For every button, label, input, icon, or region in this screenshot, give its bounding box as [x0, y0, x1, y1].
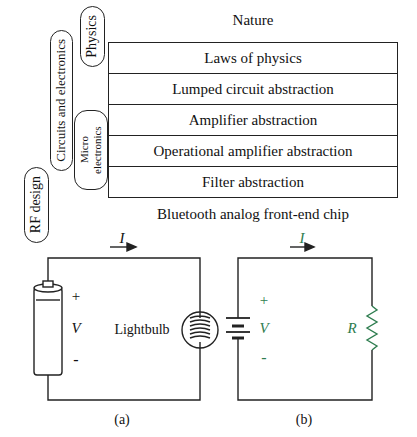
figure-label: (b) — [296, 412, 312, 428]
wire — [238, 258, 372, 318]
abstraction-band: Filter abstraction — [108, 166, 398, 198]
abstraction-band: Operational amplifier abstraction — [108, 135, 398, 167]
figure-label: (a) — [114, 412, 130, 428]
current-arrow — [110, 246, 128, 247]
battery-plate — [232, 337, 244, 340]
current-arrow — [290, 246, 306, 247]
abstraction-band: Laws of physics — [108, 42, 398, 74]
abstraction-band: Amplifier abstraction — [108, 104, 398, 136]
discipline-pill: RF design — [24, 167, 49, 243]
polarity-sign: + — [260, 292, 268, 309]
band-label: Filter abstraction — [202, 174, 304, 191]
abstraction-band: Lumped circuit abstraction — [108, 73, 398, 105]
band-label: Lumped circuit abstraction — [172, 81, 334, 98]
band-label: Laws of physics — [204, 50, 302, 67]
battery-cell — [34, 288, 62, 375]
discipline-label: RF design — [28, 176, 44, 233]
polarity-sign: - — [261, 349, 266, 367]
battery-plate — [232, 325, 244, 328]
bottom-label: Bluetooth analog front-end chip — [157, 206, 349, 223]
lightbulb-symbol — [182, 312, 218, 348]
discipline-pill: Circuits and electronics — [50, 30, 73, 171]
current-arrowhead — [305, 243, 314, 251]
voltage-label: V — [259, 320, 268, 337]
battery-plate — [226, 317, 250, 319]
band-label: Operational amplifier abstraction — [153, 143, 352, 160]
resistor-symbol — [367, 306, 377, 350]
wire — [238, 338, 372, 400]
battery-cap — [43, 281, 53, 287]
voltage-label: V — [71, 320, 80, 337]
wire — [48, 258, 200, 312]
battery-plate — [226, 331, 250, 333]
component-label: Lightbulb — [114, 322, 169, 338]
lightbulb-filament — [190, 312, 210, 348]
discipline-pill: Micro electronics — [74, 110, 108, 190]
discipline-pill: Physics — [80, 6, 105, 67]
wire — [48, 348, 200, 400]
top-label: Nature — [233, 12, 274, 29]
current-arrowhead — [127, 243, 136, 251]
component-label: R — [347, 320, 356, 337]
current-label: I — [300, 230, 305, 247]
battery-band — [36, 299, 60, 300]
current-label: I — [120, 230, 125, 247]
discipline-label: Micro electronics — [78, 119, 103, 181]
band-label: Amplifier abstraction — [189, 112, 318, 129]
polarity-sign: - — [73, 351, 78, 369]
discipline-label: Circuits and electronics — [54, 39, 69, 162]
polarity-sign: + — [72, 288, 80, 305]
discipline-label: Physics — [84, 15, 100, 58]
